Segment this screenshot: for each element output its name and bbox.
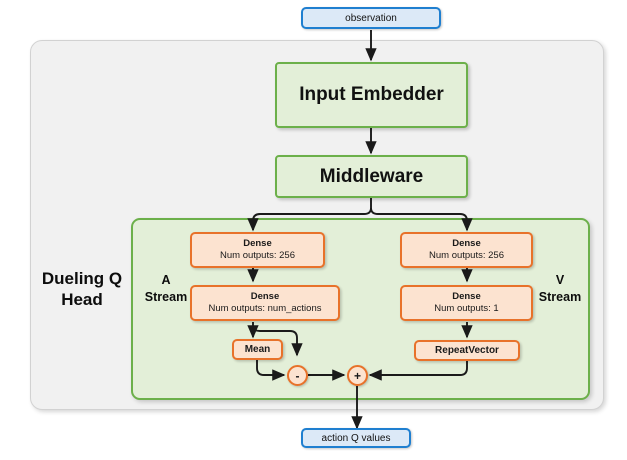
v-stream-dense-256-title: Dense <box>452 238 481 249</box>
a-stream-label-line1: A <box>161 273 171 287</box>
v-stream-dense-256-sub: Num outputs: 256 <box>429 250 504 261</box>
a-stream-label-line2: Stream <box>144 290 188 304</box>
subtract-operator-symbol: - <box>295 368 300 383</box>
dueling-q-head-label-line1: Dueling Q <box>41 269 123 288</box>
v-stream-dense-1: Dense Num outputs: 1 <box>400 285 533 321</box>
v-stream-repeat-vector-label: RepeatVector <box>435 345 499 356</box>
subtract-operator: - <box>287 365 308 386</box>
v-stream-dense-256: Dense Num outputs: 256 <box>400 232 533 268</box>
dueling-q-head-label: Dueling Q Head <box>34 268 130 310</box>
a-stream-mean-label: Mean <box>244 344 271 355</box>
v-stream-label-line1: V <box>555 273 565 287</box>
add-operator: + <box>347 365 368 386</box>
v-stream-dense-1-title: Dense <box>452 291 481 302</box>
add-operator-symbol: + <box>353 368 361 383</box>
block-input-embedder: Input Embedder <box>275 62 468 128</box>
block-input-embedder-label: Input Embedder <box>299 84 444 105</box>
io-action-q-values-label: action Q values <box>321 432 391 444</box>
a-stream-dense-256-title: Dense <box>243 238 272 249</box>
io-observation: observation <box>301 7 441 29</box>
v-stream-repeat-vector: RepeatVector <box>414 340 520 361</box>
v-stream-label-line2: Stream <box>538 290 582 304</box>
v-stream-label: V Stream <box>533 272 587 306</box>
a-stream-dense-num-actions: Dense Num outputs: num_actions <box>190 285 340 321</box>
a-stream-dense-num-actions-title: Dense <box>250 291 280 302</box>
a-stream-label: A Stream <box>140 272 192 306</box>
v-stream-dense-1-sub: Num outputs: 1 <box>434 303 499 314</box>
block-middleware-label: Middleware <box>319 165 424 187</box>
a-stream-mean: Mean <box>232 339 283 360</box>
dueling-q-head-label-line2: Head <box>61 290 103 309</box>
io-action-q-values: action Q values <box>301 428 411 448</box>
a-stream-dense-num-actions-sub: Num outputs: num_actions <box>208 303 322 314</box>
block-middleware: Middleware <box>275 155 468 198</box>
a-stream-dense-256-sub: Num outputs: 256 <box>220 250 295 261</box>
a-stream-dense-256: Dense Num outputs: 256 <box>190 232 325 268</box>
io-observation-label: observation <box>345 12 397 24</box>
